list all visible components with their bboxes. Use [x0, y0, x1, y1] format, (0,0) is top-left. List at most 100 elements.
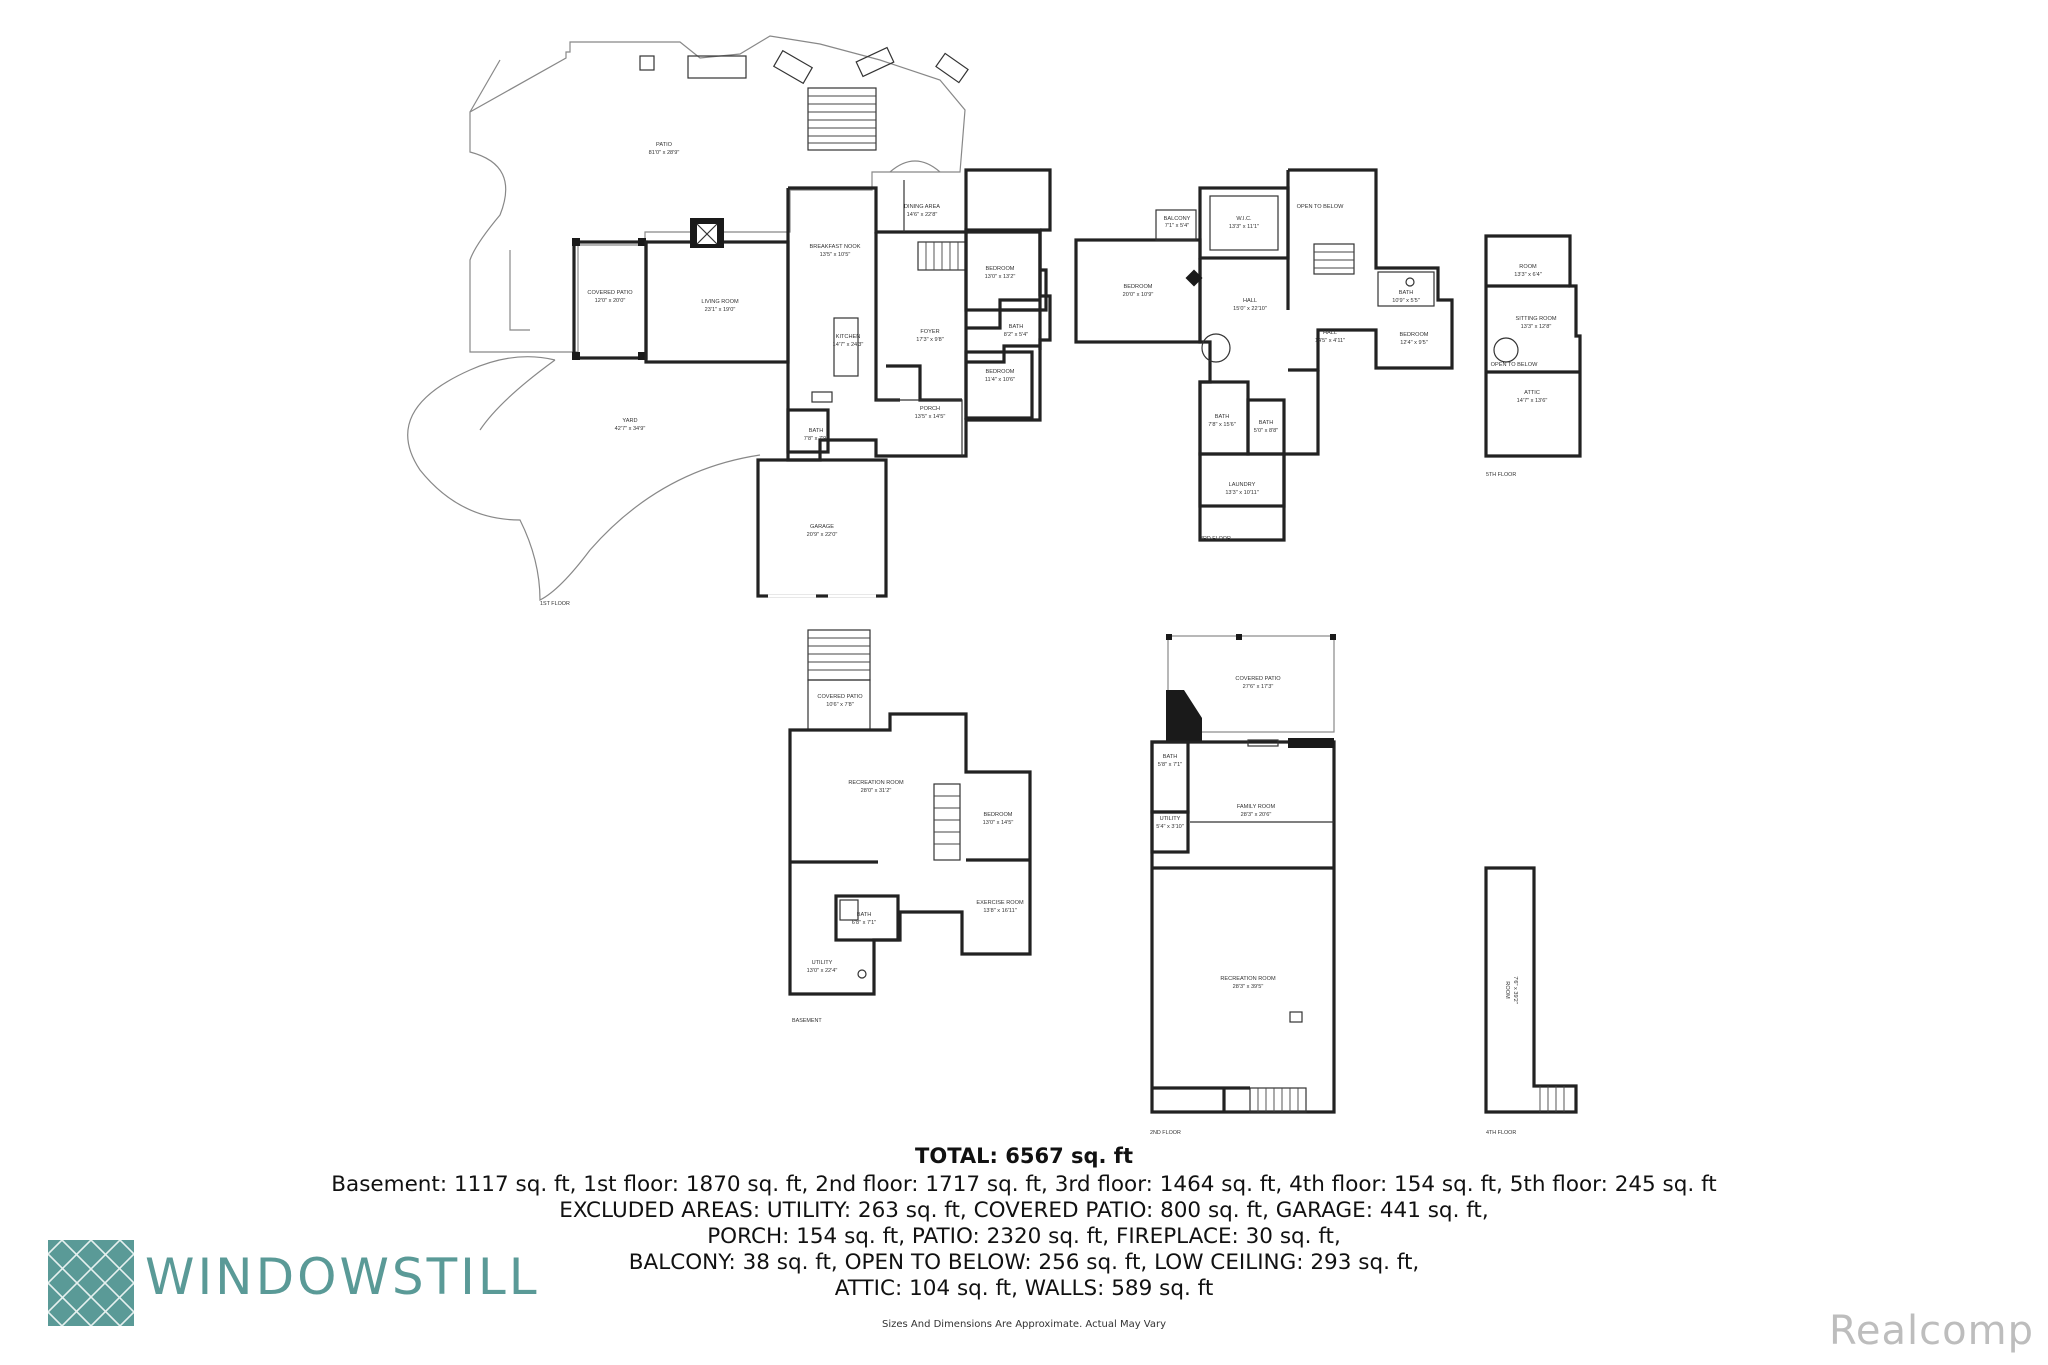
room-name: COVERED PATIO: [817, 694, 863, 700]
room-dims: 14'6" x 22'8": [907, 212, 938, 218]
room-name: OPEN TO BELOW: [1491, 362, 1538, 368]
room-dims: 13'3" x 11'1": [1229, 224, 1259, 230]
room-dims: 5'0" x 8'8": [1254, 428, 1278, 434]
patio-outline: [469, 35, 966, 353]
total-area: TOTAL: 6567 sq. ft: [915, 1144, 1133, 1168]
area-by-floor: Basement: 1117 sq. ft, 1st floor: 1870 s…: [331, 1172, 1717, 1197]
basement-plan: [788, 629, 1032, 996]
room-dims: 7'8" x 7'9": [804, 436, 828, 442]
room-dims: 28'3" x 39'5": [1233, 984, 1264, 990]
room-dims: 17'3" x 9'8": [916, 337, 944, 343]
room-dims: 8'2" x 5'4": [1004, 332, 1028, 338]
room-dims: 13'5" x 10'5": [820, 252, 851, 258]
room-name: UTILITY: [812, 960, 833, 966]
room-dims: 28'3" x 20'6": [1241, 812, 1272, 818]
second-floor-plan: [1150, 634, 1336, 1114]
excluded-areas-line-1: EXCLUDED AREAS: UTILITY: 263 sq. ft, COV…: [559, 1198, 1489, 1223]
room-name: KITCHEN: [836, 334, 861, 340]
third-floor-label: 3RD FLOOR: [1200, 536, 1231, 542]
garage-walls: [756, 458, 888, 598]
room-name: PATIO: [656, 142, 673, 148]
room-name: GARAGE: [810, 524, 834, 530]
room-name: BEDROOM: [1124, 284, 1153, 290]
room-name: BATH: [1215, 414, 1230, 420]
room-name: BEDROOM: [984, 812, 1013, 818]
room-dims: 12'4" x 9'5": [1400, 340, 1428, 346]
fifth-floor-label: 5TH FLOOR: [1486, 472, 1516, 478]
room-dims: 11'4" x 10'6": [985, 377, 1015, 383]
room-dims: 10'6" x 7'8": [826, 702, 854, 708]
excluded-areas-line-3: BALCONY: 38 sq. ft, OPEN TO BELOW: 256 s…: [628, 1250, 1420, 1275]
room-name: EXERCISE ROOM: [976, 900, 1024, 906]
room-name: BATH: [857, 912, 872, 918]
first-floor-room-labels: PATIO 81'0" x 28'9" COVERED PATIO 12'0" …: [587, 142, 1028, 538]
second-floor-label: 2ND FLOOR: [1150, 1130, 1181, 1136]
room-name: BATH: [1399, 290, 1414, 296]
room-name: ROOM: [1504, 981, 1510, 999]
room-dims: 10'9" x 5'5": [1392, 298, 1420, 304]
room-name: HALL: [1243, 298, 1257, 304]
room-dims: 81'0" x 28'9": [649, 150, 680, 156]
first-floor-stairs: [917, 241, 967, 271]
room-name: BEDROOM: [986, 266, 1015, 272]
room-name: BALCONY: [1164, 216, 1191, 222]
room-dims: 14'7" x 24'3": [833, 342, 864, 348]
fifth-floor-room-labels: ROOM 13'3" x 6'4" SITTING ROOM 13'3" x 1…: [1491, 264, 1557, 404]
room-name: BATH: [809, 428, 824, 434]
room-dims: 13'5" x 14'5": [915, 414, 946, 420]
basement-label: BASEMENT: [792, 1018, 822, 1024]
room-dims: 13'0" x 13'2": [985, 274, 1016, 280]
room-name: BATH: [1163, 754, 1178, 760]
room-dims: 7'1" x 5'4": [1165, 223, 1189, 229]
room-name: LAUNDRY: [1229, 482, 1256, 488]
room-name: BEDROOM: [986, 369, 1015, 375]
disclaimer: Sizes And Dimensions Are Approximate. Ac…: [881, 1319, 1167, 1330]
third-floor-plan: [1074, 168, 1454, 542]
room-name: LIVING ROOM: [701, 299, 739, 305]
room-name: FOYER: [920, 329, 939, 335]
room-name: RECREATION ROOM: [1220, 976, 1276, 982]
watermark: Realcomp: [1828, 1308, 2034, 1354]
room-dims: 6'8" x 7'1": [852, 920, 876, 926]
room-name: SITTING ROOM: [1515, 316, 1556, 322]
excluded-areas-line-2: PORCH: 154 sq. ft, PATIO: 2320 sq. ft, F…: [707, 1224, 1341, 1249]
room-dims: 14'5" x 4'11": [1315, 338, 1345, 344]
yard-outline: [407, 356, 761, 601]
room-name: ROOM: [1519, 264, 1537, 270]
room-name: BATH: [1259, 420, 1274, 426]
patio-steps: [807, 87, 877, 151]
room-dims: 13'3" x 6'4": [1514, 272, 1542, 278]
basement-room-labels: COVERED PATIO 10'6" x 7'8" RECREATION RO…: [807, 694, 1024, 974]
room-dims: 15'0" x 22'10": [1233, 306, 1267, 312]
second-floor-stairs: [1249, 1087, 1307, 1113]
third-floor-stairs: [1201, 243, 1355, 363]
room-dims: 20'0" x 10'9": [1123, 292, 1154, 298]
room-dims: 5'8" x 7'1": [1158, 762, 1182, 768]
room-name: OPEN TO BELOW: [1297, 204, 1344, 210]
diamond-lattice-icon: [48, 1240, 134, 1326]
room-dims: 14'7" x 13'6": [1517, 398, 1548, 404]
room-name: DINING AREA: [904, 204, 940, 210]
room-name: PORCH: [920, 406, 940, 412]
second-floor-room-labels: COVERED PATIO 27'6" x 17'3" BATH 5'8" x …: [1156, 676, 1281, 990]
fourth-floor-plan: [1484, 866, 1578, 1114]
room-dims: 5'4" x 3'10": [1156, 824, 1184, 830]
room-dims: 42'7" x 34'9": [615, 426, 646, 432]
room-dims: 12'0" x 20'0": [595, 298, 626, 304]
room-name: YARD: [622, 418, 637, 424]
room-name: FAMILY ROOM: [1237, 804, 1276, 810]
room-dims: 23'1" x 19'0": [705, 307, 736, 313]
fifth-floor-plan: [1484, 234, 1582, 458]
room-dims: 13'0" x 14'5": [983, 820, 1014, 826]
excluded-areas-line-4: ATTIC: 104 sq. ft, WALLS: 589 sq. ft: [834, 1276, 1214, 1301]
room-dims: 27'6" x 17'3": [1243, 684, 1274, 690]
room-name: BATH: [1009, 324, 1024, 330]
room-name: BEDROOM: [1400, 332, 1429, 338]
room-dims: 13'0" x 22'4": [807, 968, 838, 974]
room-name: UTILITY: [1160, 816, 1181, 822]
room-dims: 7'8" x 15'6": [1208, 422, 1236, 428]
room-name: HALL: [1323, 330, 1337, 336]
room-name: W.I.C.: [1236, 216, 1252, 222]
room-name: ATTIC: [1524, 390, 1540, 396]
